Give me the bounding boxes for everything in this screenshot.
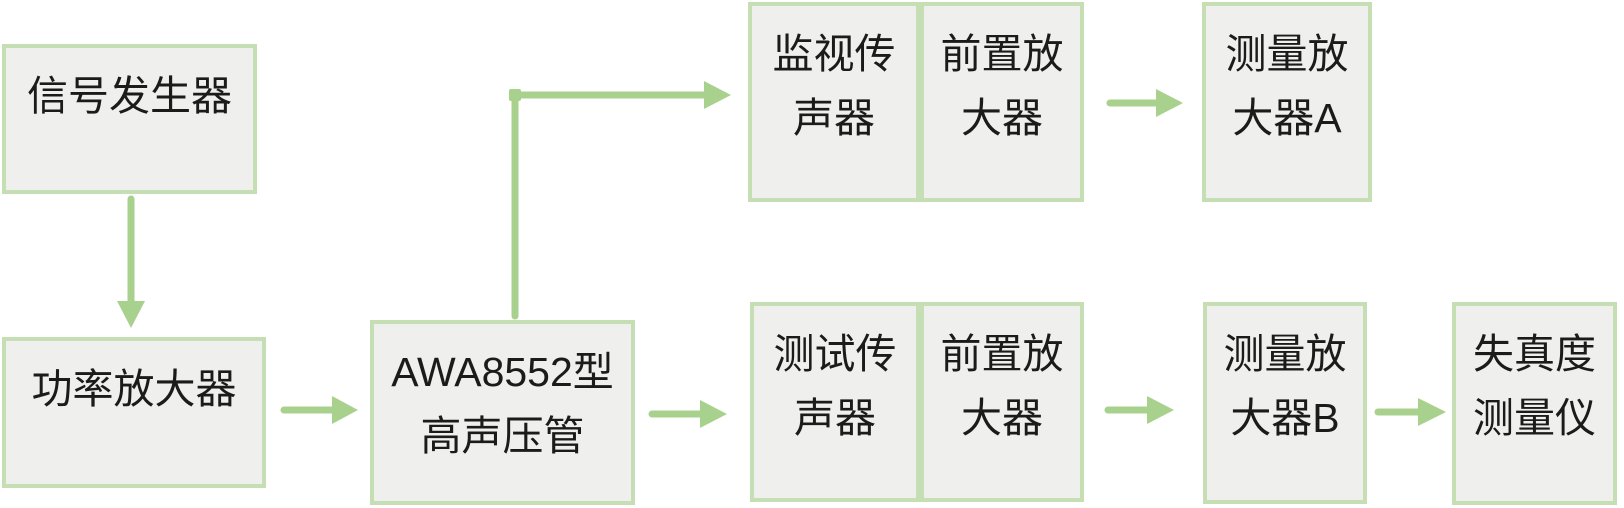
arrow-preamp-top-to-meas-a <box>1106 89 1183 117</box>
node-label-line1: 失真度 <box>1473 331 1596 377</box>
node-power-amplifier: 功率放大器 <box>2 337 266 488</box>
node-label-line1: 测量放 <box>1225 31 1349 77</box>
node-preamplifier-top: 前置放 大器 <box>920 2 1084 202</box>
node-signal-generator: 信号发生器 <box>2 44 257 194</box>
node-label-line2: 大器A <box>1232 95 1342 141</box>
node-label-line2: 大器 <box>961 95 1043 141</box>
node-label-line2: 大器B <box>1230 395 1340 441</box>
node-distortion-meter: 失真度 测量仪 <box>1452 302 1617 505</box>
node-label-line2: 高声压管 <box>420 413 585 459</box>
node-label-line1: 测量放 <box>1223 331 1347 377</box>
node-label-line2: 声器 <box>794 395 876 441</box>
node-label: 功率放大器 <box>31 366 237 412</box>
node-preamplifier-bottom: 前置放 大器 <box>920 302 1084 502</box>
arrow-preamp-bot-to-meas-b <box>1104 396 1174 424</box>
arrow-tube-to-test-mic <box>648 400 727 428</box>
node-label-line1: 监视传 <box>772 31 896 77</box>
node-label-line2: 测量仪 <box>1473 395 1596 441</box>
arrow-power-to-tube <box>280 396 358 424</box>
node-measuring-amplifier-b: 测量放 大器B <box>1203 302 1367 504</box>
arrow-signal-to-power <box>117 195 145 328</box>
arrow-tube-to-monitor-mic <box>509 81 731 320</box>
node-measuring-amplifier-a: 测量放 大器A <box>1202 2 1372 202</box>
arrow-meas-b-to-distortion <box>1374 398 1446 426</box>
node-test-microphone: 测试传 声器 <box>750 302 920 502</box>
node-label: 信号发生器 <box>27 73 232 119</box>
node-label-line2: 大器 <box>961 395 1043 441</box>
node-awa8552-tube: AWA8552型 高声压管 <box>370 320 635 505</box>
node-label-line1: 测试传 <box>773 331 897 377</box>
node-label-line2: 声器 <box>793 95 875 141</box>
node-label-line1: 前置放 <box>940 31 1064 77</box>
node-label-line1: 前置放 <box>940 331 1064 377</box>
node-monitor-microphone: 监视传 声器 <box>748 2 920 202</box>
node-label-line1: AWA8552型 <box>391 349 614 395</box>
